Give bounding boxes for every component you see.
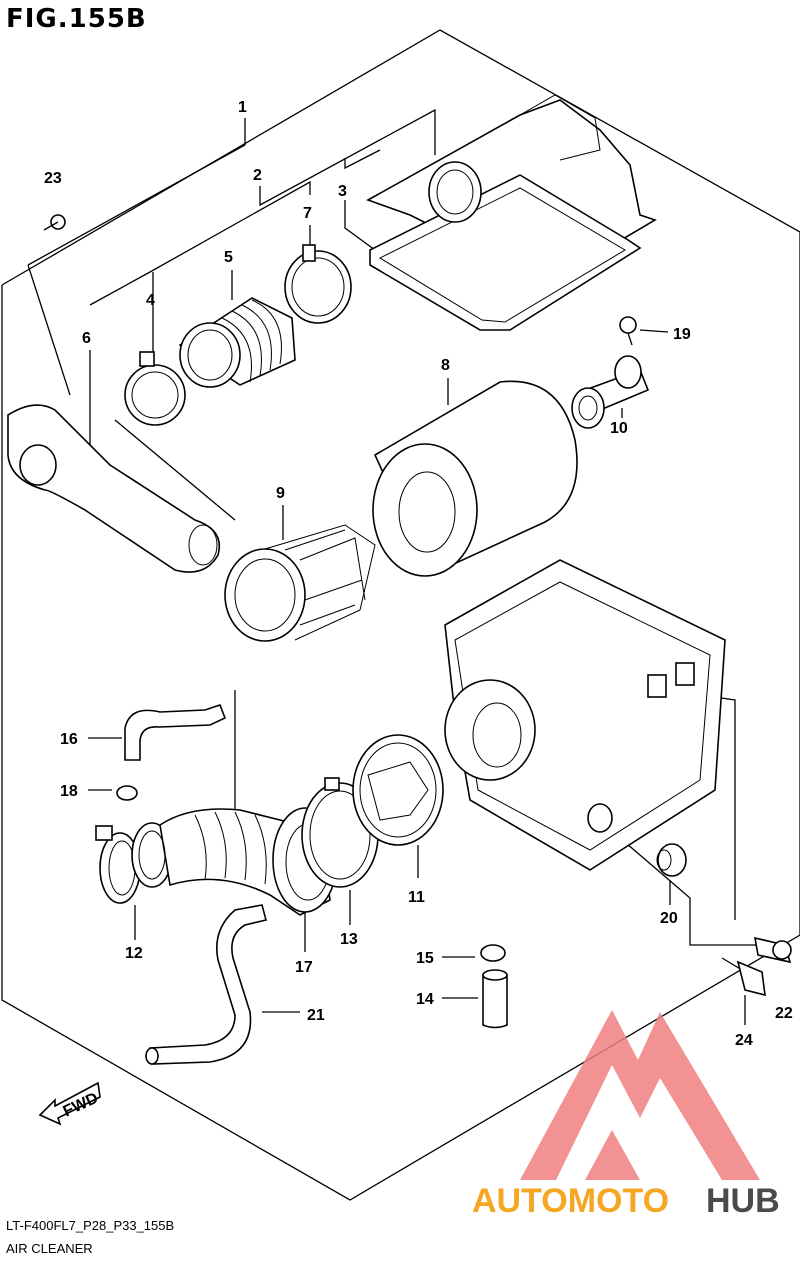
part-sleeve-14 [482, 969, 508, 1029]
callout-20: 20 [660, 910, 678, 927]
callout-12: 12 [125, 945, 143, 962]
part-clamp-7 [284, 244, 352, 324]
callout-4: 4 [146, 292, 155, 309]
callout-13: 13 [340, 931, 358, 948]
leader-box [604, 824, 760, 946]
watermark-text-part2: HUB [706, 1182, 780, 1220]
part-grommet-20 [656, 843, 687, 877]
callout-14: 14 [416, 991, 434, 1008]
part-hose-21 [145, 904, 267, 1065]
callout-16: 16 [60, 731, 78, 748]
callout-3: 3 [338, 183, 347, 200]
callout-21: 21 [307, 1007, 325, 1024]
figure-name: AIR CLEANER [6, 1241, 93, 1256]
callout-22: 22 [775, 1005, 793, 1022]
figure-title: FIG.155B [6, 4, 147, 34]
part-screw-19 [619, 316, 637, 346]
part-cover [366, 94, 657, 331]
part-drain-10 [571, 355, 650, 429]
leader-bracket-4 [89, 180, 311, 306]
part-duct-6 [7, 404, 220, 573]
figure-code: LT-F400FL7_P28_P33_155B [6, 1218, 175, 1233]
callout-2: 2 [253, 167, 262, 184]
callout-7: 7 [303, 205, 312, 222]
callout-23: 23 [44, 170, 62, 187]
part-filter-8 [372, 380, 578, 577]
callout-18: 18 [60, 783, 78, 800]
callout-5: 5 [224, 249, 233, 266]
callout-8: 8 [441, 357, 450, 374]
part-air-cleaner-case [444, 559, 726, 871]
callout-9: 9 [276, 485, 285, 502]
part-bolt-22 [754, 936, 792, 964]
watermark-logo-icon [520, 1010, 760, 1180]
callout-6: 6 [82, 330, 91, 347]
leader-1 [27, 118, 246, 266]
callout-19: 19 [673, 326, 691, 343]
part-fastener-24 [721, 957, 766, 997]
part-clip-15 [480, 944, 506, 962]
fwd-arrow-icon: FWD [38, 1081, 101, 1126]
callout-10: 10 [610, 420, 628, 437]
part-screen-11 [352, 734, 444, 846]
callout-labels: 1 2 3 4 5 6 7 8 9 10 11 12 13 14 15 16 1… [44, 99, 793, 1049]
callout-11: 11 [408, 889, 425, 906]
part-clamp-4 [124, 351, 186, 426]
leader-3 [344, 149, 381, 170]
part-intake-boot-5 [178, 297, 296, 388]
callout-15: 15 [416, 950, 434, 967]
leader-2 [259, 108, 436, 207]
part-cage-9 [224, 524, 376, 642]
part-clip-18 [116, 785, 138, 801]
leader-19 [639, 329, 669, 333]
watermark-logo [520, 1010, 760, 1180]
callout-17: 17 [295, 959, 313, 976]
callout-24: 24 [735, 1032, 753, 1049]
watermark-logo-inner-icon [585, 1130, 640, 1180]
part-hose-16 [124, 703, 227, 761]
leader-6b [114, 419, 236, 521]
assembly-boundary [1, 29, 800, 1201]
callout-1: 1 [238, 99, 247, 116]
leader-3b [344, 200, 376, 251]
part-screw-23 [43, 214, 66, 231]
leader-23 [27, 264, 71, 396]
watermark-text-part1: AUTOMOTO [472, 1182, 669, 1220]
